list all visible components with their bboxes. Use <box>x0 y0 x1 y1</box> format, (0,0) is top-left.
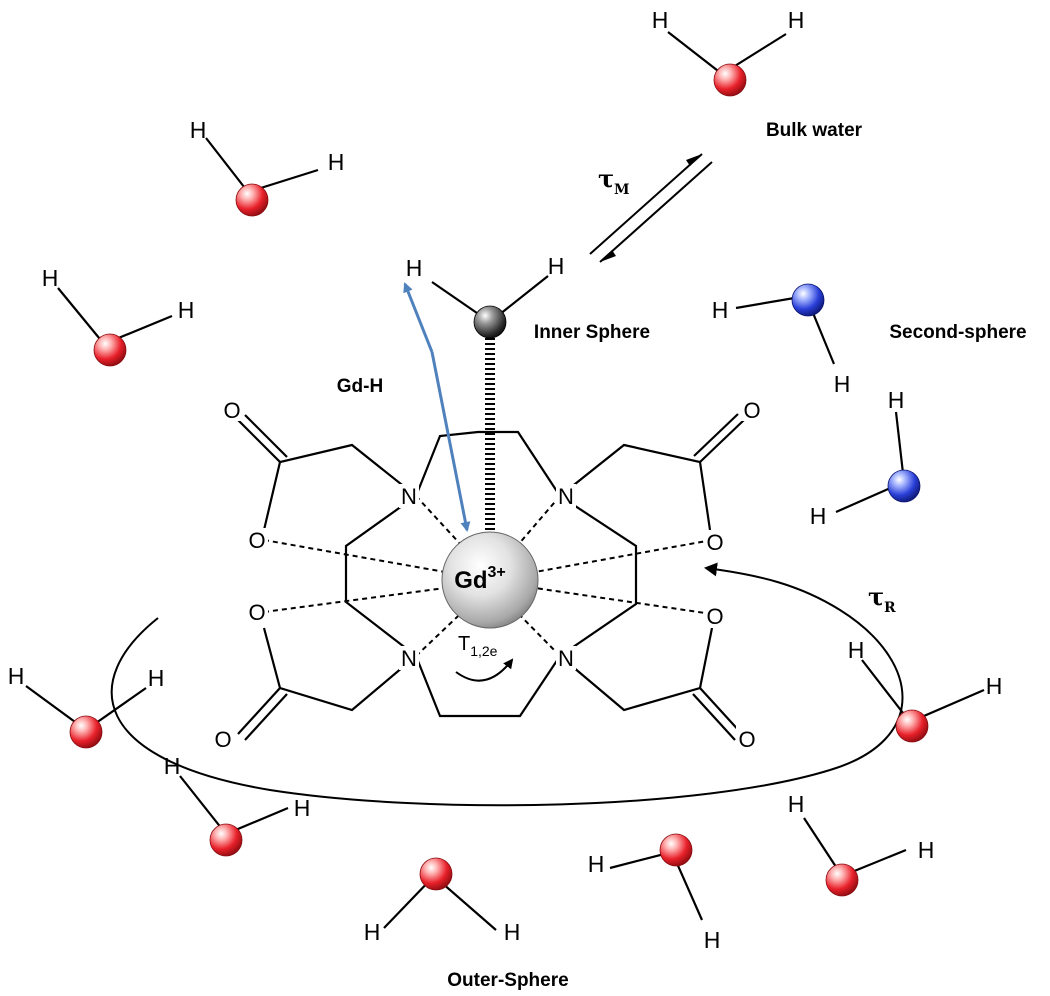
water-molecule: H H <box>364 857 521 945</box>
hydrogen-label: H <box>294 795 311 821</box>
oxygen-label-carbonyl-top-left: O <box>223 398 240 423</box>
tau-r-subscript: R <box>884 600 896 616</box>
water-molecule: H H <box>42 265 195 367</box>
rotation-arrow-icon <box>455 658 514 682</box>
water-molecule: H H <box>788 791 935 897</box>
hydrogen-label: H <box>588 851 605 877</box>
hydrogen-label: H <box>986 673 1003 699</box>
inner-sphere-hydrogen-right: H <box>548 253 565 279</box>
water-molecule: H H <box>190 117 345 217</box>
outer-sphere-caption: Outer-Sphere <box>447 970 568 991</box>
oxygen-label-carbonyl-bottom-right: O <box>738 727 755 752</box>
hydrogen-label: H <box>190 117 207 143</box>
nitrogen-label-top-left: N <box>401 484 417 509</box>
water-oxygen-icon <box>825 863 859 897</box>
hydrogen-label: H <box>848 637 865 663</box>
oxygen-label-coordinating-upper-left: O <box>248 528 265 553</box>
hydrogen-label: H <box>704 927 721 953</box>
gd-sphere-icon <box>441 531 539 629</box>
gd-h-caption: Gd-H <box>337 376 383 397</box>
hydrogen-label: H <box>178 297 195 323</box>
hydrogen-label: H <box>652 7 669 33</box>
tau-m-symbol: τ <box>598 164 614 193</box>
gd-ion-charge: 3+ <box>488 564 506 581</box>
nitrogen-label-bottom-left: N <box>401 646 417 671</box>
water-molecule: H H <box>588 833 721 953</box>
hydrogen-label: H <box>834 371 851 397</box>
tumbling-ellipse-arrow-icon <box>110 562 904 807</box>
dota-ligand: N N N N O O O O O O O O <box>212 397 763 752</box>
hydrogen-label: H <box>148 665 165 691</box>
hydrogen-label: H <box>810 503 827 529</box>
t12e-label: T <box>458 633 470 655</box>
tau-r-symbol: τ <box>868 582 884 611</box>
second-sphere-oxygen-icon <box>887 469 921 503</box>
inner-sphere-caption: Inner Sphere <box>534 322 650 343</box>
hydrogen-label: H <box>164 753 181 779</box>
water-oxygen-icon <box>419 857 453 891</box>
bulk-water-caption: Bulk water <box>766 120 863 141</box>
hydrogen-label: H <box>788 791 805 817</box>
hydrogen-label: H <box>888 387 905 413</box>
svg-text:T1,2e: T1,2e <box>458 633 498 659</box>
t12e-subscript: 1,2e <box>470 643 497 659</box>
gd-h-distance-arrow <box>403 282 471 532</box>
rotational-correlation: τ R <box>110 562 904 807</box>
hydrogen-label: H <box>504 919 521 945</box>
water-oxygen-icon <box>235 183 269 217</box>
water-exchange-arrows: τ M <box>589 153 713 263</box>
second-sphere-caption: Second-sphere <box>889 322 1026 343</box>
oxygen-label-carbonyl-top-right: O <box>743 398 760 423</box>
nitrogen-label-top-right: N <box>558 484 574 509</box>
water-oxygen-icon <box>895 709 929 743</box>
water-molecule: H H <box>8 663 165 749</box>
svg-text:Gd3+: Gd3+ <box>454 564 506 594</box>
water-oxygen-icon <box>69 715 103 749</box>
bulk-water-molecule: H H <box>652 7 805 97</box>
gd-ion-label: Gd <box>454 567 487 594</box>
hydrogen-label: H <box>328 149 345 175</box>
inner-sphere-oxygen-icon <box>473 305 507 339</box>
second-sphere-water: H H <box>712 283 851 397</box>
inner-sphere-hydrogen-left: H <box>406 255 423 281</box>
hydrogen-label: H <box>42 265 59 291</box>
inner-sphere-water: H H <box>406 253 565 536</box>
hydrogen-label: H <box>8 663 25 689</box>
hydrogen-label: H <box>712 297 729 323</box>
water-molecule: H H <box>164 753 311 857</box>
water-oxygen-icon <box>659 833 693 867</box>
tau-m-subscript: M <box>614 182 630 198</box>
electronic-relaxation: T1,2e <box>455 633 514 682</box>
hydrogen-label: H <box>918 837 935 863</box>
bulk-water-oxygen-icon <box>713 63 747 97</box>
second-sphere-water: H H <box>810 387 921 529</box>
oxygen-label-coordinating-upper-right: O <box>706 530 723 555</box>
oxygen-label-carbonyl-bottom-left: O <box>214 727 231 752</box>
oxygen-label-coordinating-lower-right: O <box>706 604 723 629</box>
second-sphere-oxygen-icon <box>791 283 825 317</box>
nitrogen-label-bottom-right: N <box>558 646 574 671</box>
hydrogen-label: H <box>788 7 805 33</box>
water-oxygen-icon <box>93 333 127 367</box>
oxygen-label-coordinating-lower-left: O <box>248 600 265 625</box>
gd-ion: Gd3+ <box>441 531 539 629</box>
water-molecule: H H <box>848 637 1003 743</box>
hydrogen-label: H <box>364 919 381 945</box>
water-oxygen-icon <box>209 823 243 857</box>
